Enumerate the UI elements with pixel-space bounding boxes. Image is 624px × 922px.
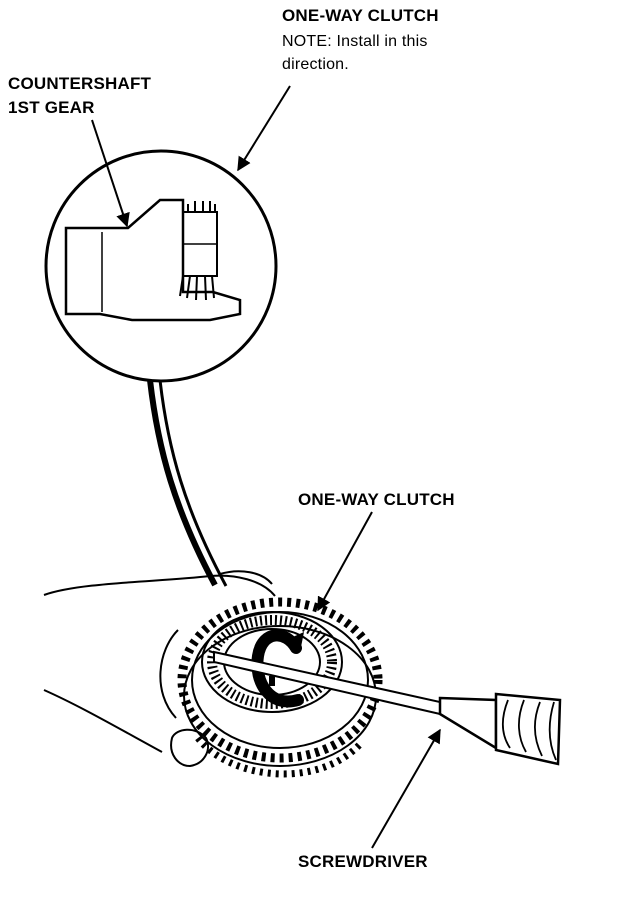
countershaft-label-line-2: 1ST GEAR xyxy=(8,98,95,117)
detail-circle xyxy=(44,149,278,383)
callout-note-line-2: direction. xyxy=(282,56,349,73)
hand-illustration xyxy=(43,570,276,768)
countershaft-label-line-1: COUNTERSHAFT xyxy=(8,74,152,93)
screwdriver xyxy=(213,650,562,766)
arrow-callout-to-detail xyxy=(237,85,291,172)
detail-tether xyxy=(147,379,228,587)
screwdriver-label: SCREWDRIVER xyxy=(298,852,428,871)
arrow-screwdriver xyxy=(371,728,441,849)
arrow-clutch-to-part xyxy=(317,511,373,612)
callout-note-line-1: NOTE: Install in this xyxy=(282,33,428,50)
leader-arrows xyxy=(91,85,441,849)
one-way-clutch-label: ONE-WAY CLUTCH xyxy=(298,490,455,509)
callout-title-label: ONE-WAY CLUTCH xyxy=(282,6,439,25)
arrow-countershaft-to-gear xyxy=(91,119,130,228)
rotation-arrow xyxy=(251,629,304,708)
